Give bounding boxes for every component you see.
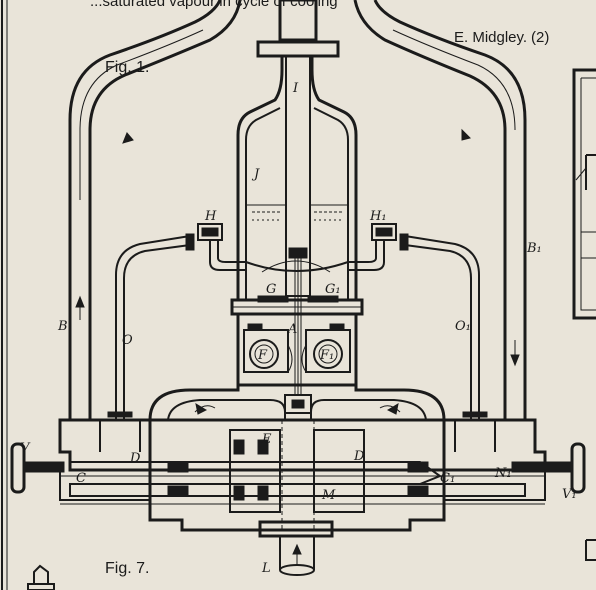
label-H1: H₁ <box>369 209 387 224</box>
label-V: V <box>20 441 31 456</box>
author-name: E. Midgley. <box>454 29 527 46</box>
fig-7-label: Fig. 7. <box>105 560 149 577</box>
label-A: A <box>287 322 297 337</box>
label-V1: V₁ <box>562 487 577 502</box>
adjacent-figure-partial <box>572 68 596 561</box>
label-O1: O₁ <box>455 319 471 334</box>
valve-block <box>148 385 446 421</box>
label-B: B <box>57 319 68 334</box>
vessel-J <box>236 56 358 395</box>
label-L: L <box>261 561 271 576</box>
label-D2: D <box>353 449 365 464</box>
plate-number: (2) <box>531 29 549 46</box>
label-F1: F₁ <box>319 348 334 363</box>
label-C1: C₁ <box>440 471 455 486</box>
label-H: H <box>204 209 217 224</box>
label-M: M <box>321 488 336 503</box>
base-body-M <box>58 418 547 532</box>
label-D: D <box>129 451 141 466</box>
pipe-B <box>68 0 242 420</box>
outlet-L <box>258 520 334 576</box>
label-N1: N₁ <box>494 466 512 481</box>
fig-1-label: Fig. 1. <box>105 59 149 76</box>
header-caption: ...saturated vapour in cycle of cooling <box>90 0 338 10</box>
pipe-B1 <box>353 0 527 420</box>
pipe-O1 <box>404 235 488 420</box>
handwheel-V <box>10 442 65 494</box>
valve-H <box>185 223 246 271</box>
label-I: I <box>292 81 299 96</box>
label-B1: B₁ <box>526 241 542 256</box>
label-G: G <box>266 282 276 297</box>
label-O: O <box>122 333 133 348</box>
handwheel-V1 <box>511 442 586 494</box>
chamber-F <box>236 314 358 387</box>
pipe-O <box>107 235 191 420</box>
bolt-fragment <box>27 564 55 590</box>
label-G1: G₁ <box>325 282 341 297</box>
label-C: C <box>76 471 86 486</box>
plate-G <box>230 295 364 316</box>
label-F: F <box>257 348 268 363</box>
label-J: J <box>251 167 260 182</box>
valve-H1 <box>348 223 409 271</box>
label-E: E <box>261 432 272 447</box>
